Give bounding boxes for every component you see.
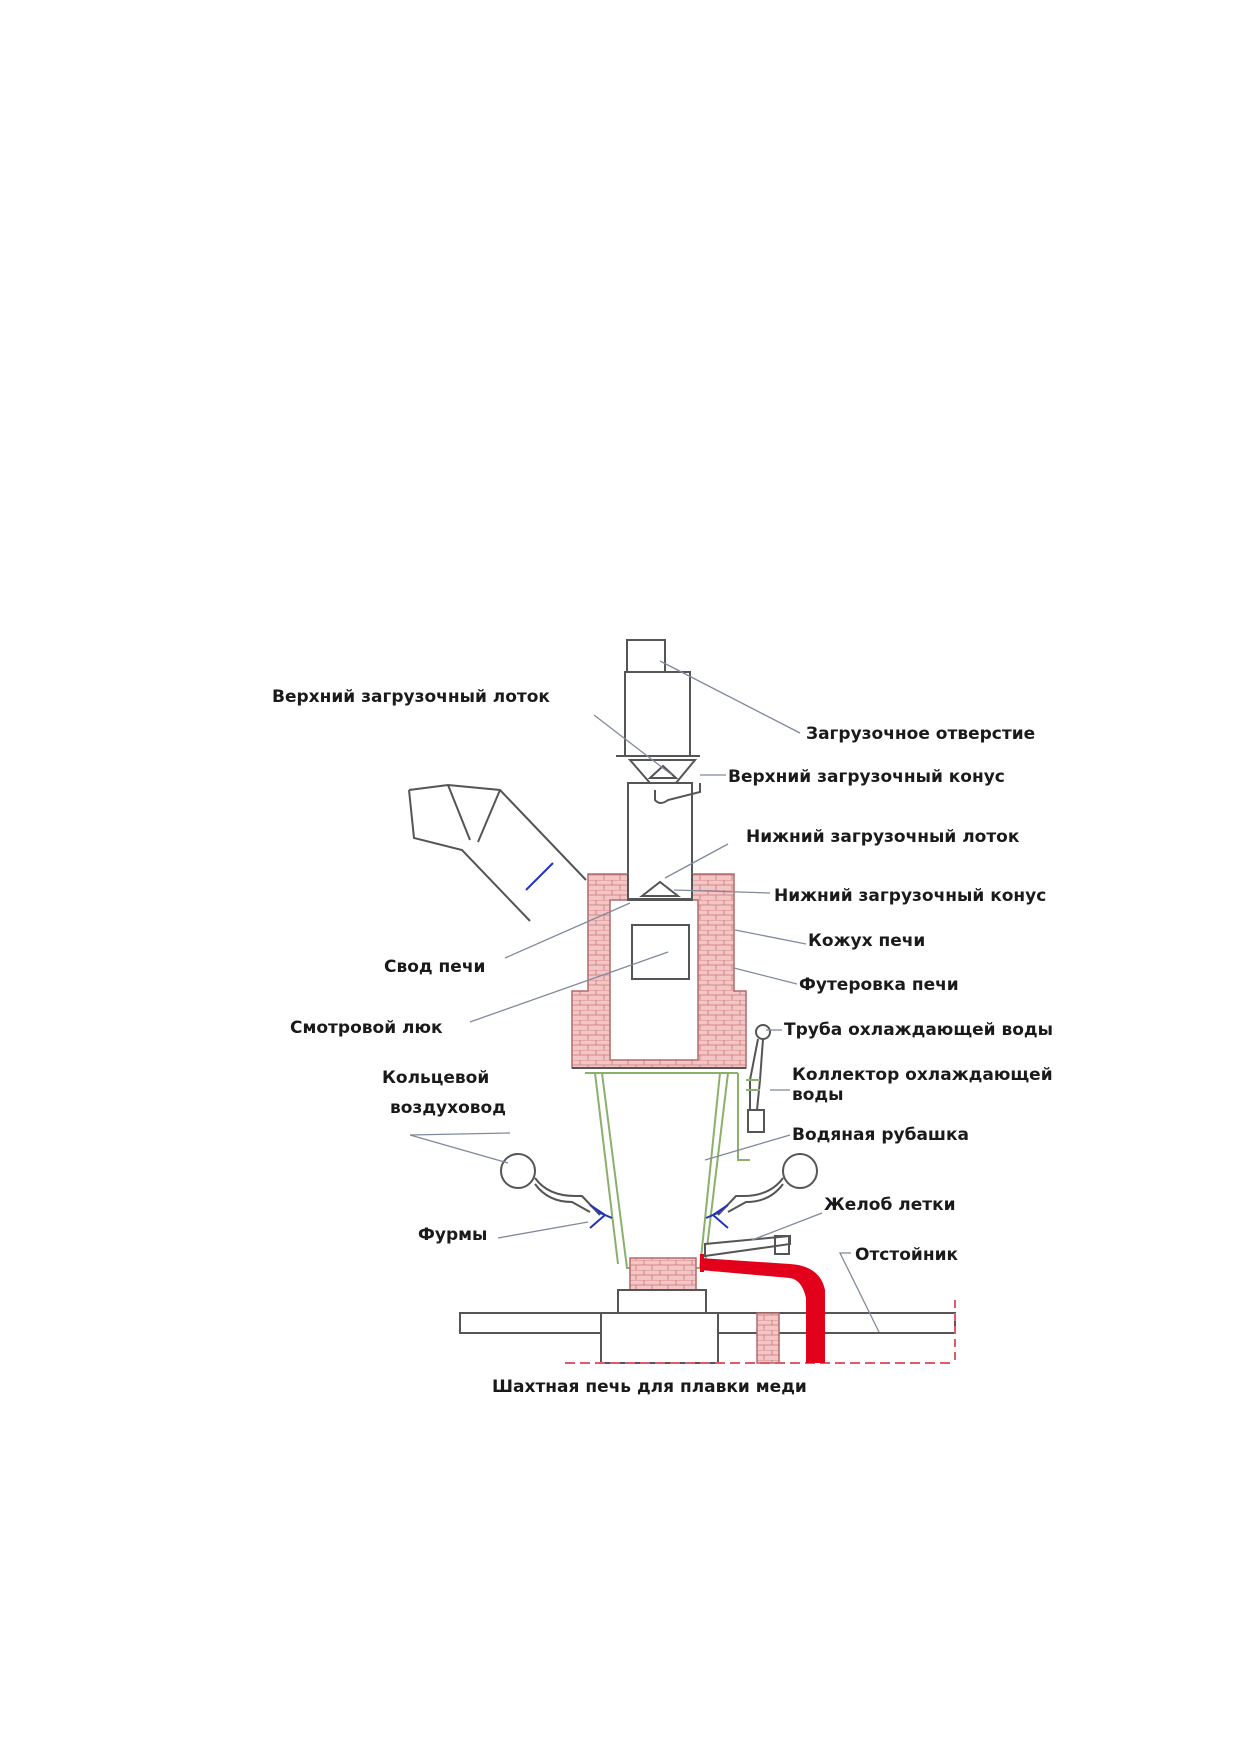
labels: Верхний загрузочный лоток Загрузочное от… bbox=[272, 687, 1053, 1397]
upper-cone-arm bbox=[654, 783, 701, 804]
leader-settler bbox=[838, 1252, 880, 1333]
inspection-hatch bbox=[631, 924, 690, 980]
settler-wall bbox=[756, 1312, 780, 1364]
leader-water-jacket bbox=[704, 1134, 791, 1161]
hearth-base bbox=[617, 1289, 707, 1314]
leader-upper-tray bbox=[593, 714, 673, 776]
diagram-caption: Шахтная печь для плавки меди bbox=[492, 1377, 807, 1397]
label-ring-duct-2: воздуховод bbox=[390, 1098, 506, 1118]
tuyere-right bbox=[705, 1204, 729, 1229]
label-upper-tray: Верхний загрузочный лоток bbox=[272, 687, 550, 707]
bustle-pipe-left bbox=[534, 1177, 601, 1216]
ring-duct-left bbox=[500, 1153, 536, 1189]
melt-flow bbox=[700, 1258, 825, 1363]
leader-tap-chute bbox=[751, 1212, 823, 1241]
leader-lining bbox=[733, 967, 798, 985]
label-casing: Кожух печи bbox=[808, 931, 925, 951]
label-collector-2: воды bbox=[792, 1085, 844, 1105]
label-collector-1: Коллектор охлаждающей bbox=[792, 1065, 1053, 1085]
label-cooling-pipe: Труба охлаждающей воды bbox=[784, 1020, 1053, 1040]
hearth-lining bbox=[629, 1257, 697, 1291]
bustle-pipe-right bbox=[717, 1177, 784, 1216]
furnace-roof-line bbox=[627, 874, 693, 901]
melt-level bbox=[700, 1254, 704, 1272]
leader-charging-hole bbox=[659, 660, 801, 734]
water-jacket bbox=[594, 1072, 729, 1269]
upper-shaft bbox=[624, 671, 691, 757]
foundation-block bbox=[600, 1312, 719, 1364]
label-roof: Свод печи bbox=[384, 957, 485, 977]
cooling-water-pipe bbox=[755, 1024, 771, 1040]
upper-cone bbox=[647, 764, 679, 779]
leader-tuyeres bbox=[497, 1221, 589, 1239]
leader-lower-cone bbox=[673, 889, 771, 894]
chute-flange bbox=[525, 862, 554, 891]
leader-lower-tray bbox=[664, 843, 729, 879]
label-tuyeres: Фурмы bbox=[418, 1225, 487, 1245]
side-support bbox=[737, 1073, 750, 1161]
label-tap-chute: Желоб летки bbox=[824, 1195, 956, 1215]
label-lining: Футеровка печи bbox=[799, 975, 959, 995]
leader-lines bbox=[409, 660, 956, 1363]
tap-chute-support bbox=[774, 1235, 790, 1255]
label-ring-duct-1: Кольцевой bbox=[382, 1068, 489, 1088]
label-upper-cone: Верхний загрузочный конус bbox=[728, 767, 1005, 787]
collector-bracket bbox=[746, 1079, 760, 1091]
cooling-collector bbox=[747, 1109, 765, 1133]
charging-chute bbox=[408, 783, 587, 922]
furnace-drawing bbox=[408, 639, 956, 1364]
label-lower-cone: Нижний загрузочный конус bbox=[774, 886, 1046, 906]
leader-roof bbox=[504, 902, 631, 959]
label-charging-hole: Загрузочное отверстие bbox=[806, 724, 1035, 744]
ring-duct-right bbox=[782, 1153, 818, 1189]
tuyere-left bbox=[589, 1204, 613, 1229]
label-water-jacket: Водяная рубашка bbox=[792, 1125, 969, 1145]
label-lower-tray: Нижний загрузочный лоток bbox=[746, 827, 1020, 847]
lower-cone bbox=[639, 880, 681, 897]
leader-ring-duct-a bbox=[409, 1134, 509, 1164]
charging-hole-tube bbox=[626, 639, 666, 673]
leader-ring-duct-b bbox=[409, 1132, 511, 1136]
label-inspection-hatch: Смотровой люк bbox=[290, 1018, 443, 1038]
leader-casing bbox=[734, 929, 807, 945]
label-settler: Отстойник bbox=[855, 1245, 958, 1265]
leader-hatch bbox=[469, 951, 669, 1023]
